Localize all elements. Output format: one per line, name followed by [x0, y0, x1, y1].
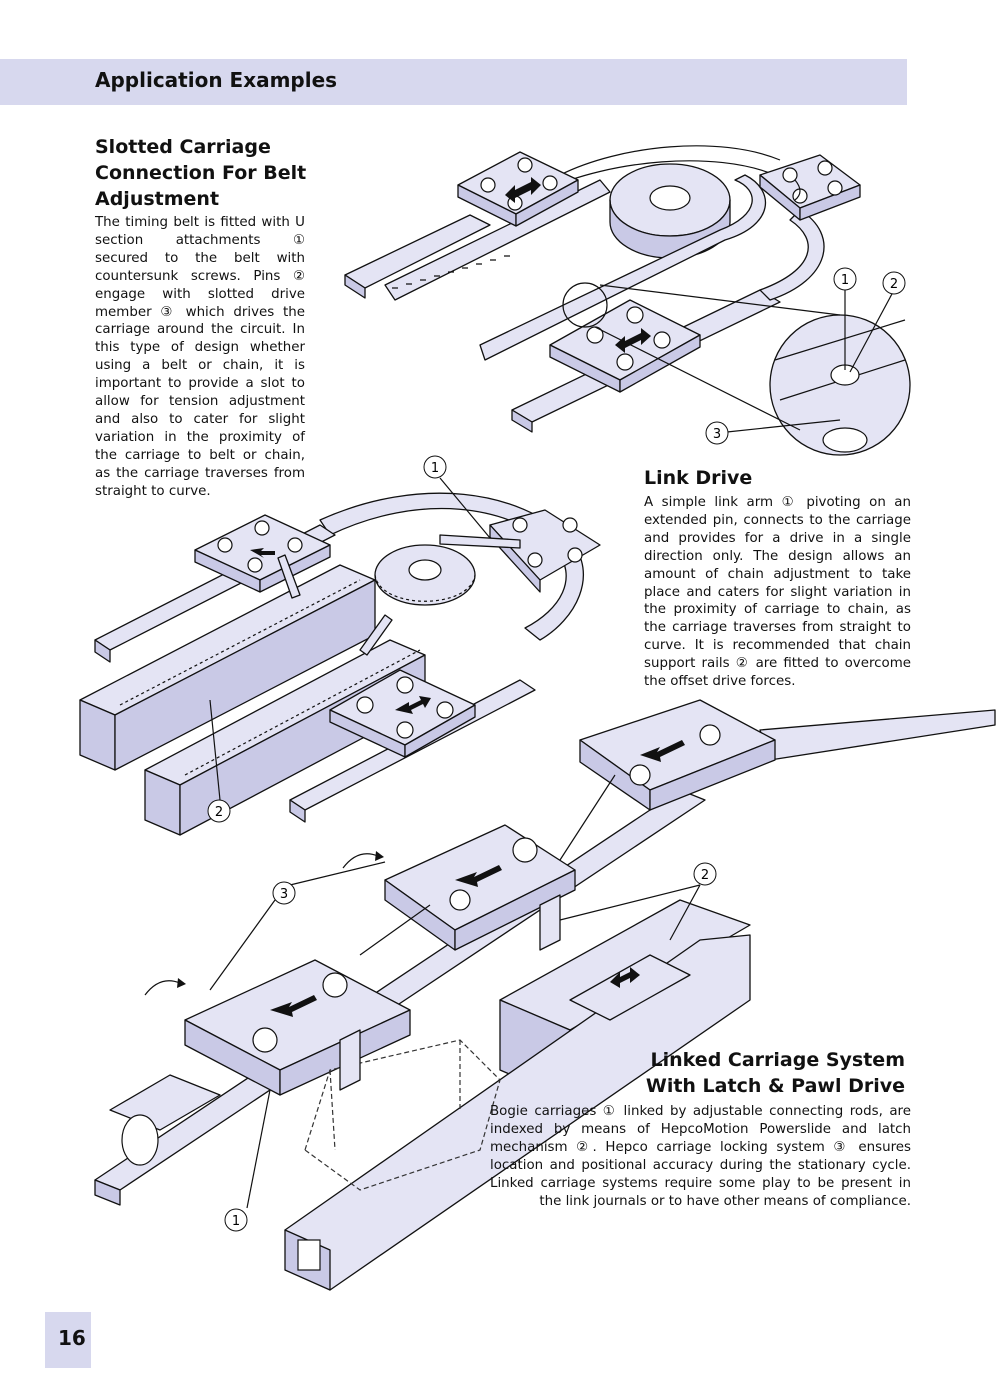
callouts: 1 2 3 1 2 1 2 3 — [207, 267, 906, 1232]
header-band — [0, 59, 907, 105]
callout-fig1-3: 3 — [713, 427, 721, 442]
callout-fig3-3: 3 — [280, 887, 288, 902]
section-body-linked: Bogie carriages ① linked by adjustable c… — [490, 1104, 911, 1209]
callout-fig2-1: 1 — [431, 461, 439, 476]
section-body-slotted: The timing belt is fitted with U section… — [95, 215, 305, 499]
figure-belt-drive — [344, 145, 911, 456]
callout-fig1-1: 1 — [841, 273, 849, 288]
page-number: 16 — [58, 1326, 86, 1350]
section-title-linked: Linked Carriage System With Latch & Pawl… — [645, 1049, 905, 1097]
figure-linked-carriage — [94, 699, 996, 1291]
section-title-link: Link Drive — [644, 467, 753, 489]
callout-fig3-1: 1 — [232, 1214, 240, 1229]
page-number-box — [45, 1312, 91, 1368]
callout-fig2-2: 2 — [215, 805, 223, 820]
page-title: Application Examples — [95, 68, 338, 92]
section-title-slotted: Slotted Carriage Connection For Belt Adj… — [95, 136, 307, 210]
callout-fig1-2: 2 — [890, 277, 898, 292]
section-body-link: A simple link arm ① pivoting on an exten… — [644, 495, 911, 690]
callout-fig3-2: 2 — [701, 868, 709, 883]
figure-link-drive — [79, 492, 601, 836]
